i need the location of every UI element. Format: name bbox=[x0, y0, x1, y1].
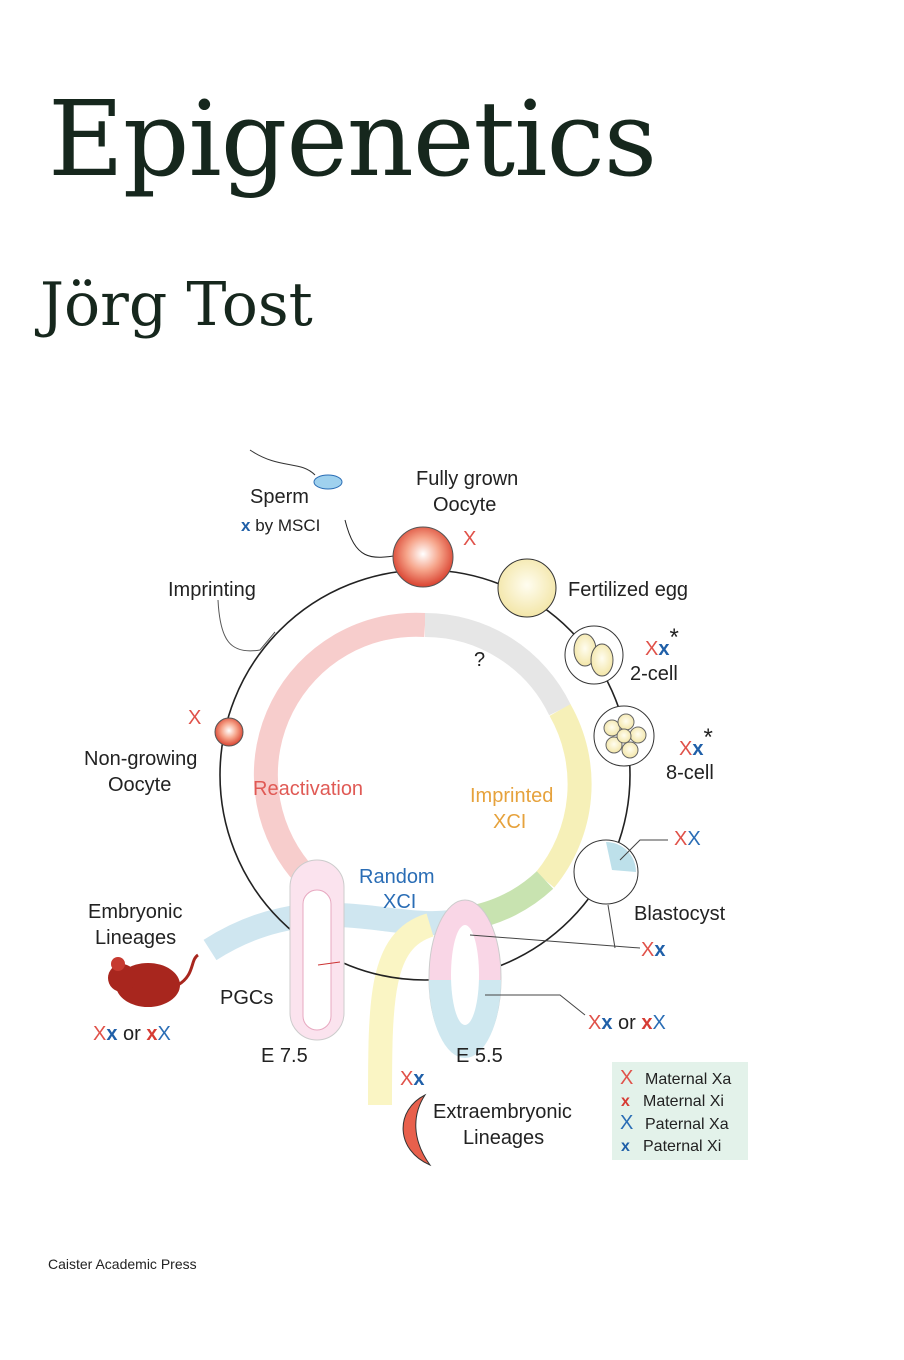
book-title: Epigenetics bbox=[48, 78, 657, 200]
label-embryonic-lineages: Lineages bbox=[95, 927, 176, 949]
xx-random: Xx or xX bbox=[588, 1012, 666, 1034]
oocyte-icon bbox=[392, 526, 454, 588]
publisher-name: Caister Academic Press bbox=[48, 1256, 197, 1272]
label-non-growing-oocyte: Oocyte bbox=[108, 774, 171, 796]
extraembryonic-tissue-icon bbox=[402, 1093, 432, 1167]
label-oocyte: Oocyte bbox=[433, 494, 496, 516]
label-reactivation: Reactivation bbox=[253, 778, 363, 800]
sperm-tail bbox=[249, 449, 316, 476]
maternal-xa-mark: X bbox=[463, 528, 476, 550]
label-fertilized-egg: Fertilized egg bbox=[568, 579, 688, 601]
label-imprinting: Imprinting bbox=[168, 579, 256, 601]
label-extraembryonic-lineages: Lineages bbox=[463, 1127, 544, 1149]
label-embryonic: Embryonic bbox=[88, 901, 182, 923]
non-growing-oocyte-icon bbox=[214, 717, 244, 747]
label-extraembryonic: Extraembryonic bbox=[433, 1101, 572, 1123]
xci-ring bbox=[203, 612, 592, 1106]
xx-extraembryonic: Xx bbox=[400, 1068, 424, 1090]
label-8-cell: 8-cell bbox=[666, 762, 714, 784]
label-imprinted-xci: XCI bbox=[493, 811, 526, 833]
sperm-icon bbox=[313, 474, 343, 490]
label-random: Random bbox=[359, 866, 435, 888]
legend-mark-paternal-xa: X bbox=[620, 1112, 633, 1134]
mouse-icon bbox=[108, 953, 200, 1007]
xx-8cell: Xx* bbox=[679, 724, 713, 760]
legend-label: Maternal Xa bbox=[645, 1071, 731, 1088]
maternal-xa-mark: X bbox=[188, 707, 201, 729]
fertilized-egg-icon bbox=[497, 558, 557, 618]
author-name: Jörg Tost bbox=[40, 270, 313, 340]
label-imprinted: Imprinted bbox=[470, 785, 553, 807]
label-sperm: Sperm bbox=[250, 486, 309, 508]
legend-mark-maternal-xi: x bbox=[621, 1093, 630, 1110]
label-msci: x by MSCI bbox=[241, 516, 320, 535]
label-blastocyst: Blastocyst bbox=[634, 903, 726, 925]
blastocyst-icon bbox=[573, 839, 639, 905]
label-e7-5: E 7.5 bbox=[261, 1045, 308, 1067]
xx-embryonic: Xx or xX bbox=[93, 1023, 171, 1045]
legend: X Maternal Xa x Maternal Xi X Paternal X… bbox=[620, 1067, 731, 1155]
legend-label: Paternal Xa bbox=[645, 1116, 729, 1133]
label-random-xci: XCI bbox=[383, 891, 416, 913]
label-pgcs: PGCs bbox=[220, 987, 273, 1009]
label-e5-5: E 5.5 bbox=[456, 1045, 503, 1067]
legend-mark-maternal-xa: X bbox=[620, 1067, 633, 1089]
label-2-cell: 2-cell bbox=[630, 663, 678, 685]
legend-box bbox=[612, 1062, 748, 1160]
legend-label: Paternal Xi bbox=[643, 1138, 721, 1155]
xx-imprinted: Xx bbox=[641, 939, 665, 961]
label-question: ? bbox=[474, 649, 485, 671]
legend-mark-paternal-xi: x bbox=[621, 1138, 630, 1155]
label-fully-grown: Fully grown bbox=[416, 468, 518, 490]
xx-blastocyst: XX bbox=[674, 828, 701, 850]
label-non-growing: Non-growing bbox=[84, 748, 197, 770]
xx-2cell: Xx* bbox=[645, 624, 679, 660]
legend-label: Maternal Xi bbox=[643, 1093, 724, 1110]
